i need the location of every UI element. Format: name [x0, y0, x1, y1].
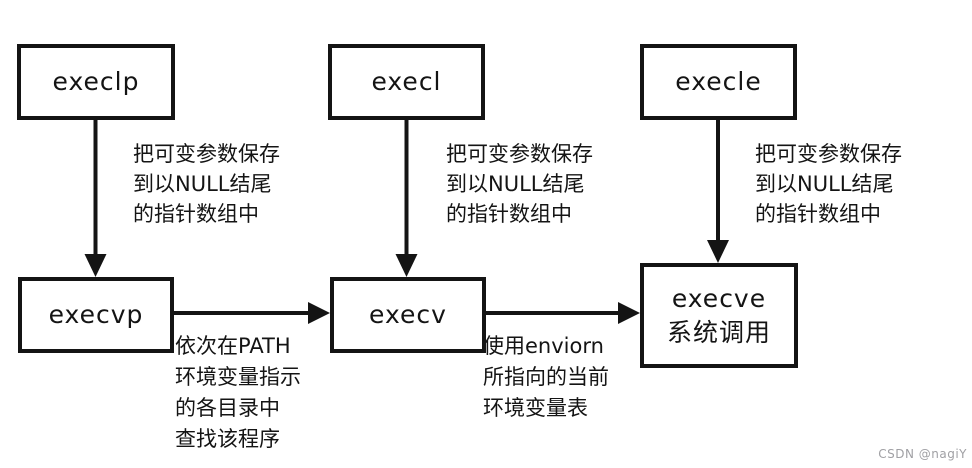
arrow-execlp-to-execvp — [84, 118, 107, 277]
node-execvp-label: execvp — [48, 300, 144, 329]
node-execle: execle — [640, 44, 797, 120]
node-execl-label: execl — [371, 67, 442, 96]
node-execve: execve 系统调用 — [640, 263, 798, 368]
annotation-execv-to-execve: 使用enviorn 所指向的当前 环境变量表 — [483, 334, 609, 420]
annotation-execlp-to-execvp: 把可变参数保存 到以NULL结尾 的指针数组中 — [133, 142, 280, 226]
node-execlp-label: execlp — [52, 67, 140, 96]
annotation-execle-to-execve: 把可变参数保存 到以NULL结尾 的指针数组中 — [755, 142, 902, 226]
arrowhead-down-icon — [84, 254, 107, 277]
node-execlp: execlp — [17, 44, 175, 120]
arrow-execvp-to-execv — [173, 302, 330, 324]
node-execve-label: execve 系统调用 — [666, 283, 771, 347]
csdn-watermark: CSDN @nagiY — [878, 447, 967, 461]
arrowhead-right-icon — [308, 302, 330, 324]
annotation-execvp-to-execv: 依次在PATH 环境变量指示 的各目录中 查找该程序 — [175, 334, 301, 451]
node-execv: execv — [330, 277, 486, 353]
arrow-execv-to-execve — [484, 302, 640, 324]
node-execvp: execvp — [18, 277, 174, 353]
annotation-execl-to-execv: 把可变参数保存 到以NULL结尾 的指针数组中 — [446, 142, 593, 226]
node-execle-label: execle — [675, 67, 762, 96]
arrowhead-down-icon — [395, 254, 418, 277]
arrowhead-down-icon — [707, 240, 729, 263]
arrow-execle-to-execve — [707, 118, 729, 263]
node-execl: execl — [328, 44, 485, 120]
node-execv-label: execv — [369, 300, 447, 329]
arrow-execl-to-execv — [395, 118, 418, 277]
arrowhead-right-icon — [618, 302, 640, 324]
